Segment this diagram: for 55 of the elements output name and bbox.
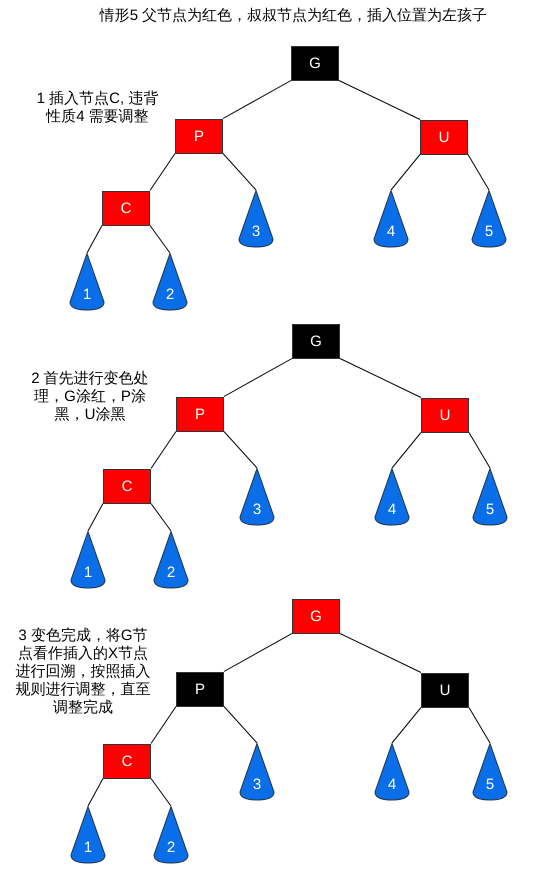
tree-edge	[340, 633, 422, 673]
subtree-triangle: 5	[471, 190, 507, 248]
step-note: 3 变色完成，将G节点看作插入的X节点进行回溯，按照插入规则进行调整，直至调整完成	[14, 627, 152, 717]
subtree-triangle: 3	[239, 743, 275, 801]
tree-edge	[392, 432, 422, 468]
subtree-triangle: 3	[238, 190, 274, 248]
tree-node-box: C	[103, 468, 151, 504]
tree-edge	[468, 154, 490, 190]
title: 情形5 父节点为红色，叔叔节点为红色，插入位置为左孩子	[98, 6, 488, 25]
tree-node-box: G	[291, 46, 339, 80]
step-note: 2 首先进行变色处理，G涂红，P涂黑，U涂黑	[30, 370, 150, 424]
tree-node-box: U	[421, 672, 469, 708]
tree-edge	[224, 358, 292, 397]
subtree-triangle: 4	[373, 190, 409, 248]
tree-edge	[224, 431, 258, 468]
tree-edge	[224, 633, 292, 672]
tree-edge	[390, 154, 420, 190]
tree-edge	[392, 707, 422, 744]
subtree-triangle: 1	[70, 531, 106, 589]
subtree-triangle: 2	[153, 806, 189, 864]
tree-edge	[150, 503, 172, 532]
tree-edge	[222, 80, 292, 119]
subtree-triangle: 4	[374, 743, 410, 801]
subtree-triangle: 1	[69, 253, 105, 311]
tree-node-box: P	[175, 118, 223, 154]
subtree-triangle: 1	[70, 806, 106, 864]
subtree-triangle: 5	[472, 468, 508, 526]
tree-node-box: P	[176, 672, 224, 706]
tree-node-box: P	[176, 396, 224, 432]
tree-edge	[468, 432, 490, 468]
tree-edge	[224, 706, 258, 744]
tree-edge	[88, 778, 104, 806]
tree-edge	[150, 225, 170, 254]
tree-edge	[150, 706, 176, 744]
subtree-triangle: 2	[152, 253, 188, 311]
tree-edge	[222, 153, 256, 190]
tree-edge	[338, 80, 420, 120]
tree-edge	[88, 503, 104, 532]
subtree-triangle: 3	[239, 468, 275, 526]
step-note: 1 插入节点C, 违背性质4 需要调整	[36, 90, 160, 126]
tree-edge	[468, 707, 490, 744]
tree-node-box: C	[102, 190, 150, 226]
tree-node-box: G	[292, 324, 340, 358]
tree-edge	[340, 358, 422, 398]
tree-edge	[150, 153, 176, 191]
tree-node-box: C	[103, 744, 151, 778]
subtree-triangle: 4	[374, 468, 410, 526]
tree-node-box: G	[292, 598, 340, 634]
tree-edge	[150, 778, 172, 806]
tree-edge	[150, 431, 176, 469]
subtree-triangle: 5	[472, 743, 508, 801]
tree-node-box: U	[421, 398, 469, 432]
tree-node-box: U	[420, 120, 468, 154]
subtree-triangle: 2	[153, 531, 189, 589]
tree-edge	[86, 225, 102, 254]
